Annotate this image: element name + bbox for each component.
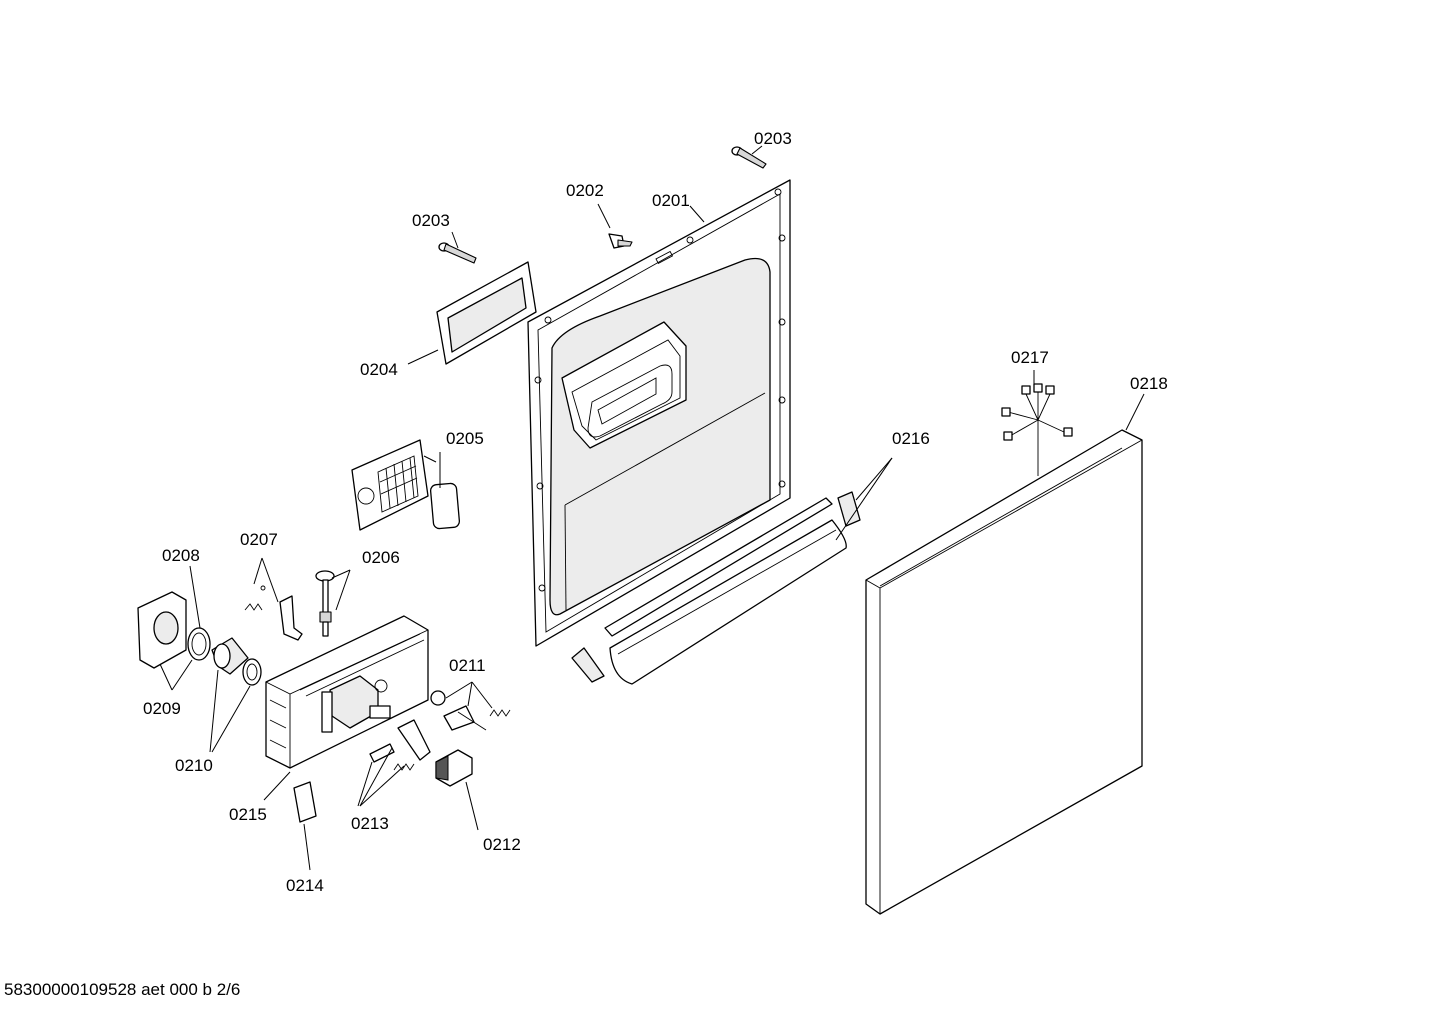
clip-0214 <box>293 781 317 823</box>
callout-0204: 0204 <box>360 360 398 379</box>
screw-0202 <box>608 233 633 249</box>
callout-0214: 0214 <box>286 876 324 895</box>
seal-0205 <box>429 482 461 530</box>
control-housing-0215 <box>265 615 429 769</box>
dispenser-frame-0204 <box>436 261 537 365</box>
outer-door-panel <box>865 429 1143 915</box>
leader-lines <box>159 145 1145 871</box>
screw-0203-top <box>731 146 767 169</box>
callout-0216: 0216 <box>892 429 930 448</box>
callout-0207: 0207 <box>240 530 278 549</box>
callout-0212: 0212 <box>483 835 521 854</box>
switch-0212 <box>435 749 473 787</box>
callout-0211: 0211 <box>449 656 486 675</box>
callout-0217: 0217 <box>1011 348 1049 367</box>
callout-0208: 0208 <box>162 546 200 565</box>
knob-0210 <box>211 637 262 686</box>
vent-grille-0205 <box>351 439 429 531</box>
plunger-0206 <box>315 570 335 637</box>
lever-0207 <box>244 585 303 641</box>
callout-0209: 0209 <box>143 699 181 718</box>
callout-0210: 0210 <box>175 756 213 775</box>
levers-0213 <box>369 719 431 771</box>
bottom-strip-0216 <box>571 491 861 685</box>
callout-0215: 0215 <box>229 805 267 824</box>
callout-0205: 0205 <box>446 429 484 448</box>
document-id: 58300000109528 aet 000 b 2/6 <box>4 980 241 999</box>
callout-0213: 0213 <box>351 814 389 833</box>
callout-0218: 0218 <box>1130 374 1168 393</box>
ring-0209 <box>187 627 211 661</box>
callout-0201: 0201 <box>652 191 690 210</box>
callout-0203-top: 0203 <box>754 129 792 148</box>
callout-0202: 0202 <box>566 181 604 200</box>
callout-0203-left: 0203 <box>412 211 450 230</box>
screw-0203-left <box>438 242 477 264</box>
button-0208 <box>137 591 187 669</box>
callout-labels: 0201 0202 0203 0203 0204 0205 0206 0207 … <box>143 129 1168 895</box>
cable-harness-0217 <box>1001 383 1073 476</box>
callout-0206: 0206 <box>362 548 400 567</box>
inner-door-panel <box>527 179 791 647</box>
spring-lever-0211 <box>430 690 511 731</box>
